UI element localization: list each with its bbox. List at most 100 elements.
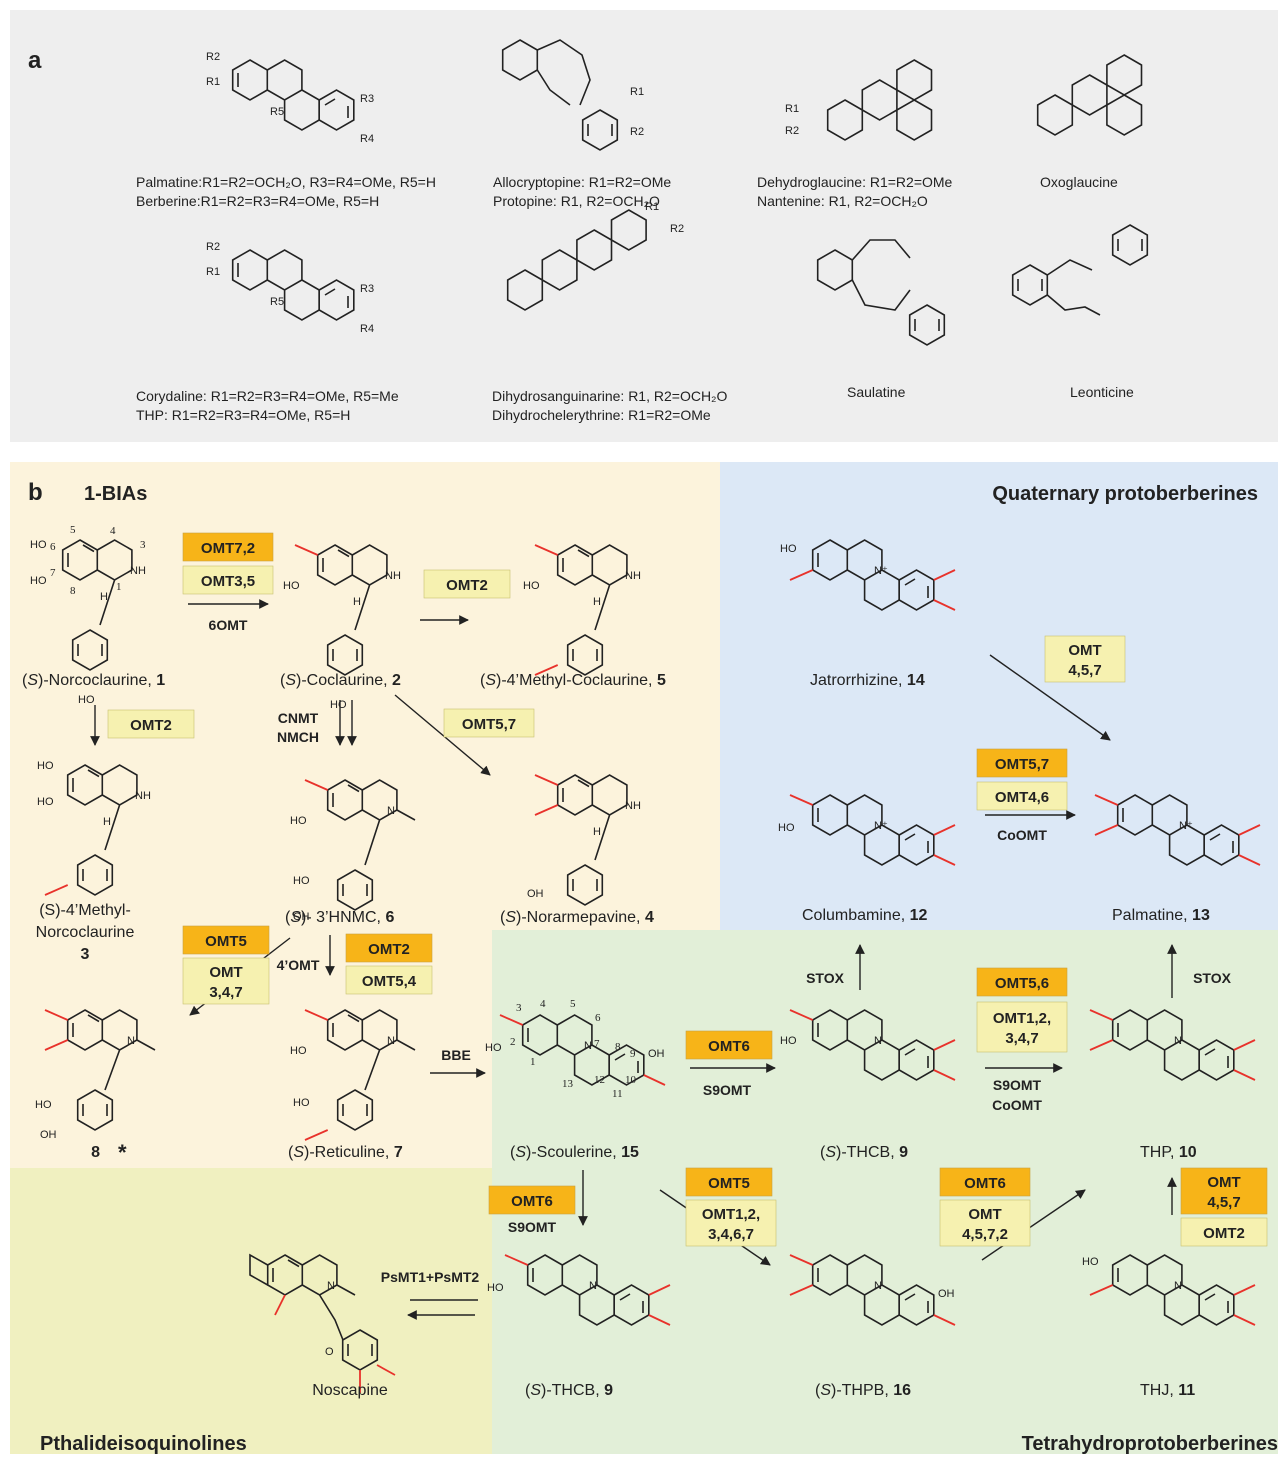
enzyme-omt35: OMT3,5 [182,565,274,595]
svg-text:R5: R5 [270,106,284,118]
svg-text:3: 3 [140,539,146,551]
svg-text:OH: OH [648,1048,665,1060]
svg-text:4,5,7: 4,5,7 [1207,1194,1240,1211]
structure-4-methyl-norcoclaurine: HO HO NH H [37,760,151,896]
svg-text:HO: HO [780,1035,797,1047]
label-compound-2: (S)-Coclaurine, 2 [280,672,401,689]
structure-jatrorrhizine: HO N⁺ [780,539,956,611]
structure-thp: N [1089,1009,1256,1081]
svg-text:R2: R2 [206,241,220,253]
label-compound-12: Columbamine, 12 [802,907,928,924]
svg-text:1: 1 [116,581,122,593]
svg-text:OH: OH [938,1288,955,1300]
svg-text:OMT: OMT [1207,1174,1240,1191]
svg-text:HO: HO [523,580,540,592]
svg-text:N: N [589,1280,597,1292]
structure-3-hnmc: HO N HO OH [290,779,416,923]
svg-text:OMT5,7: OMT5,7 [995,756,1049,773]
label-compound-6: (S)- 3’HNMC, 6 [285,909,394,926]
enzyme-omt6-c: OMT6 [939,1167,1031,1197]
structure-columbamine: HO N⁺ [778,794,956,866]
label-nmch: NMCH [277,729,319,745]
label-compound-10: THP, 10 [1140,1144,1197,1161]
svg-text:H: H [353,596,361,608]
svg-text:NH: NH [625,800,641,812]
svg-text:HO: HO [37,760,54,772]
panel-b-label: b [28,479,43,506]
svg-text:N: N [874,1035,882,1047]
svg-text:N: N [127,1035,135,1047]
label-coomt-a: CoOMT [997,827,1047,843]
label-bbe: BBE [441,1047,471,1063]
svg-text:11: 11 [612,1088,623,1100]
svg-text:OH: OH [40,1129,57,1141]
label-compound-8-star: * [118,1140,127,1165]
svg-text:3,4,7: 3,4,7 [209,984,242,1001]
label-4-omt: 4’OMT [277,957,320,973]
svg-text:HO: HO [780,543,797,555]
svg-text:12: 12 [594,1074,605,1086]
enzyme-omt347: OMT 3,4,7 [182,957,270,1005]
label-stox-a: STOX [806,970,845,986]
label-psmt: PsMT1+PsMT2 [381,1269,480,1285]
caption-leonticine: Leonticine [1070,384,1134,400]
caption-dihydrosanguinarine: Dihydrosanguinarine: R1, R2=OCH₂O [492,388,727,404]
caption-oxoglaucine: Oxoglaucine [1040,174,1118,190]
svg-text:10: 10 [625,1074,637,1086]
structure-leonticine [1011,224,1149,316]
svg-text:R2: R2 [670,223,684,235]
label-s9omt-b: S9OMT [508,1219,557,1235]
svg-text:HO: HO [290,815,307,827]
svg-text:OMT4,6: OMT4,6 [995,789,1049,806]
caption-dehydroglaucine: Dehydroglaucine: R1=R2=OMe [757,174,953,190]
svg-text:6: 6 [50,541,56,553]
svg-text:R4: R4 [360,133,374,145]
svg-text:HO: HO [293,1097,310,1109]
svg-text:OMT2: OMT2 [446,577,488,594]
svg-text:OMT7,2: OMT7,2 [201,540,255,557]
svg-text:2: 2 [510,1036,516,1048]
svg-text:OMT2: OMT2 [130,717,172,734]
label-noscapine: Noscapine [312,1382,388,1399]
enzyme-omt6-b: OMT6 [488,1185,576,1215]
caption-protopine: Protopine: R1, R2=OCH₂O [493,193,660,209]
structure-corydaline-scaffold: R2 R1 R5 R3 R4 [206,241,374,335]
svg-text:1: 1 [530,1056,536,1068]
caption-thp: THP: R1=R2=R3=R4=OMe, R5=H [136,407,350,423]
svg-text:OMT5: OMT5 [205,933,247,950]
svg-text:N⁺: N⁺ [1179,820,1193,832]
enzyme-omt72: OMT7,2 [182,532,274,562]
arrow-14-to-13 [989,654,1111,741]
structure-norarmepavine: NH H OH [527,774,641,906]
structure-allocryptopine: R1 R2 [501,39,644,151]
svg-text:HO: HO [30,539,47,551]
svg-text:N: N [1174,1280,1182,1292]
svg-text:R1: R1 [206,76,220,88]
svg-text:HO: HO [78,694,95,706]
svg-text:8: 8 [615,1041,621,1053]
svg-text:N: N [387,805,395,817]
structure-norcoclaurine: HO HO NH H HO 5 6 7 8 4 3 1 [30,524,146,706]
enzyme-omt56: OMT5,6 [976,967,1068,997]
arrow-16-to-10 [981,1189,1086,1261]
svg-text:6: 6 [595,1012,601,1024]
svg-text:HO: HO [485,1042,502,1054]
svg-text:OMT2: OMT2 [1203,1225,1245,1242]
label-s9omt-a: S9OMT [703,1082,752,1098]
arrow-2-to-4 [394,694,491,776]
panel-a-background [10,10,1278,442]
svg-text:N: N [874,1280,882,1292]
svg-text:N: N [584,1040,592,1052]
label-compound-16: (S)-THPB, 16 [815,1382,911,1399]
svg-text:OMT2: OMT2 [368,941,410,958]
enzyme-omt2-c: OMT2 [1180,1217,1268,1247]
svg-text:4,5,7: 4,5,7 [1068,662,1101,679]
enzyme-omt4572: OMT 4,5,7,2 [939,1199,1031,1247]
label-compound-8: 8 [91,1144,100,1161]
svg-text:4: 4 [540,998,546,1010]
structure-thcb-lower: HO N [487,1254,671,1326]
caption-saulatine: Saulatine [847,384,906,400]
svg-text:NH: NH [135,790,151,802]
enzyme-omt12347: OMT1,2, 3,4,7 [976,1001,1068,1053]
caption-nantenine: Nantenine: R1, R2=OCH₂O [757,193,928,209]
